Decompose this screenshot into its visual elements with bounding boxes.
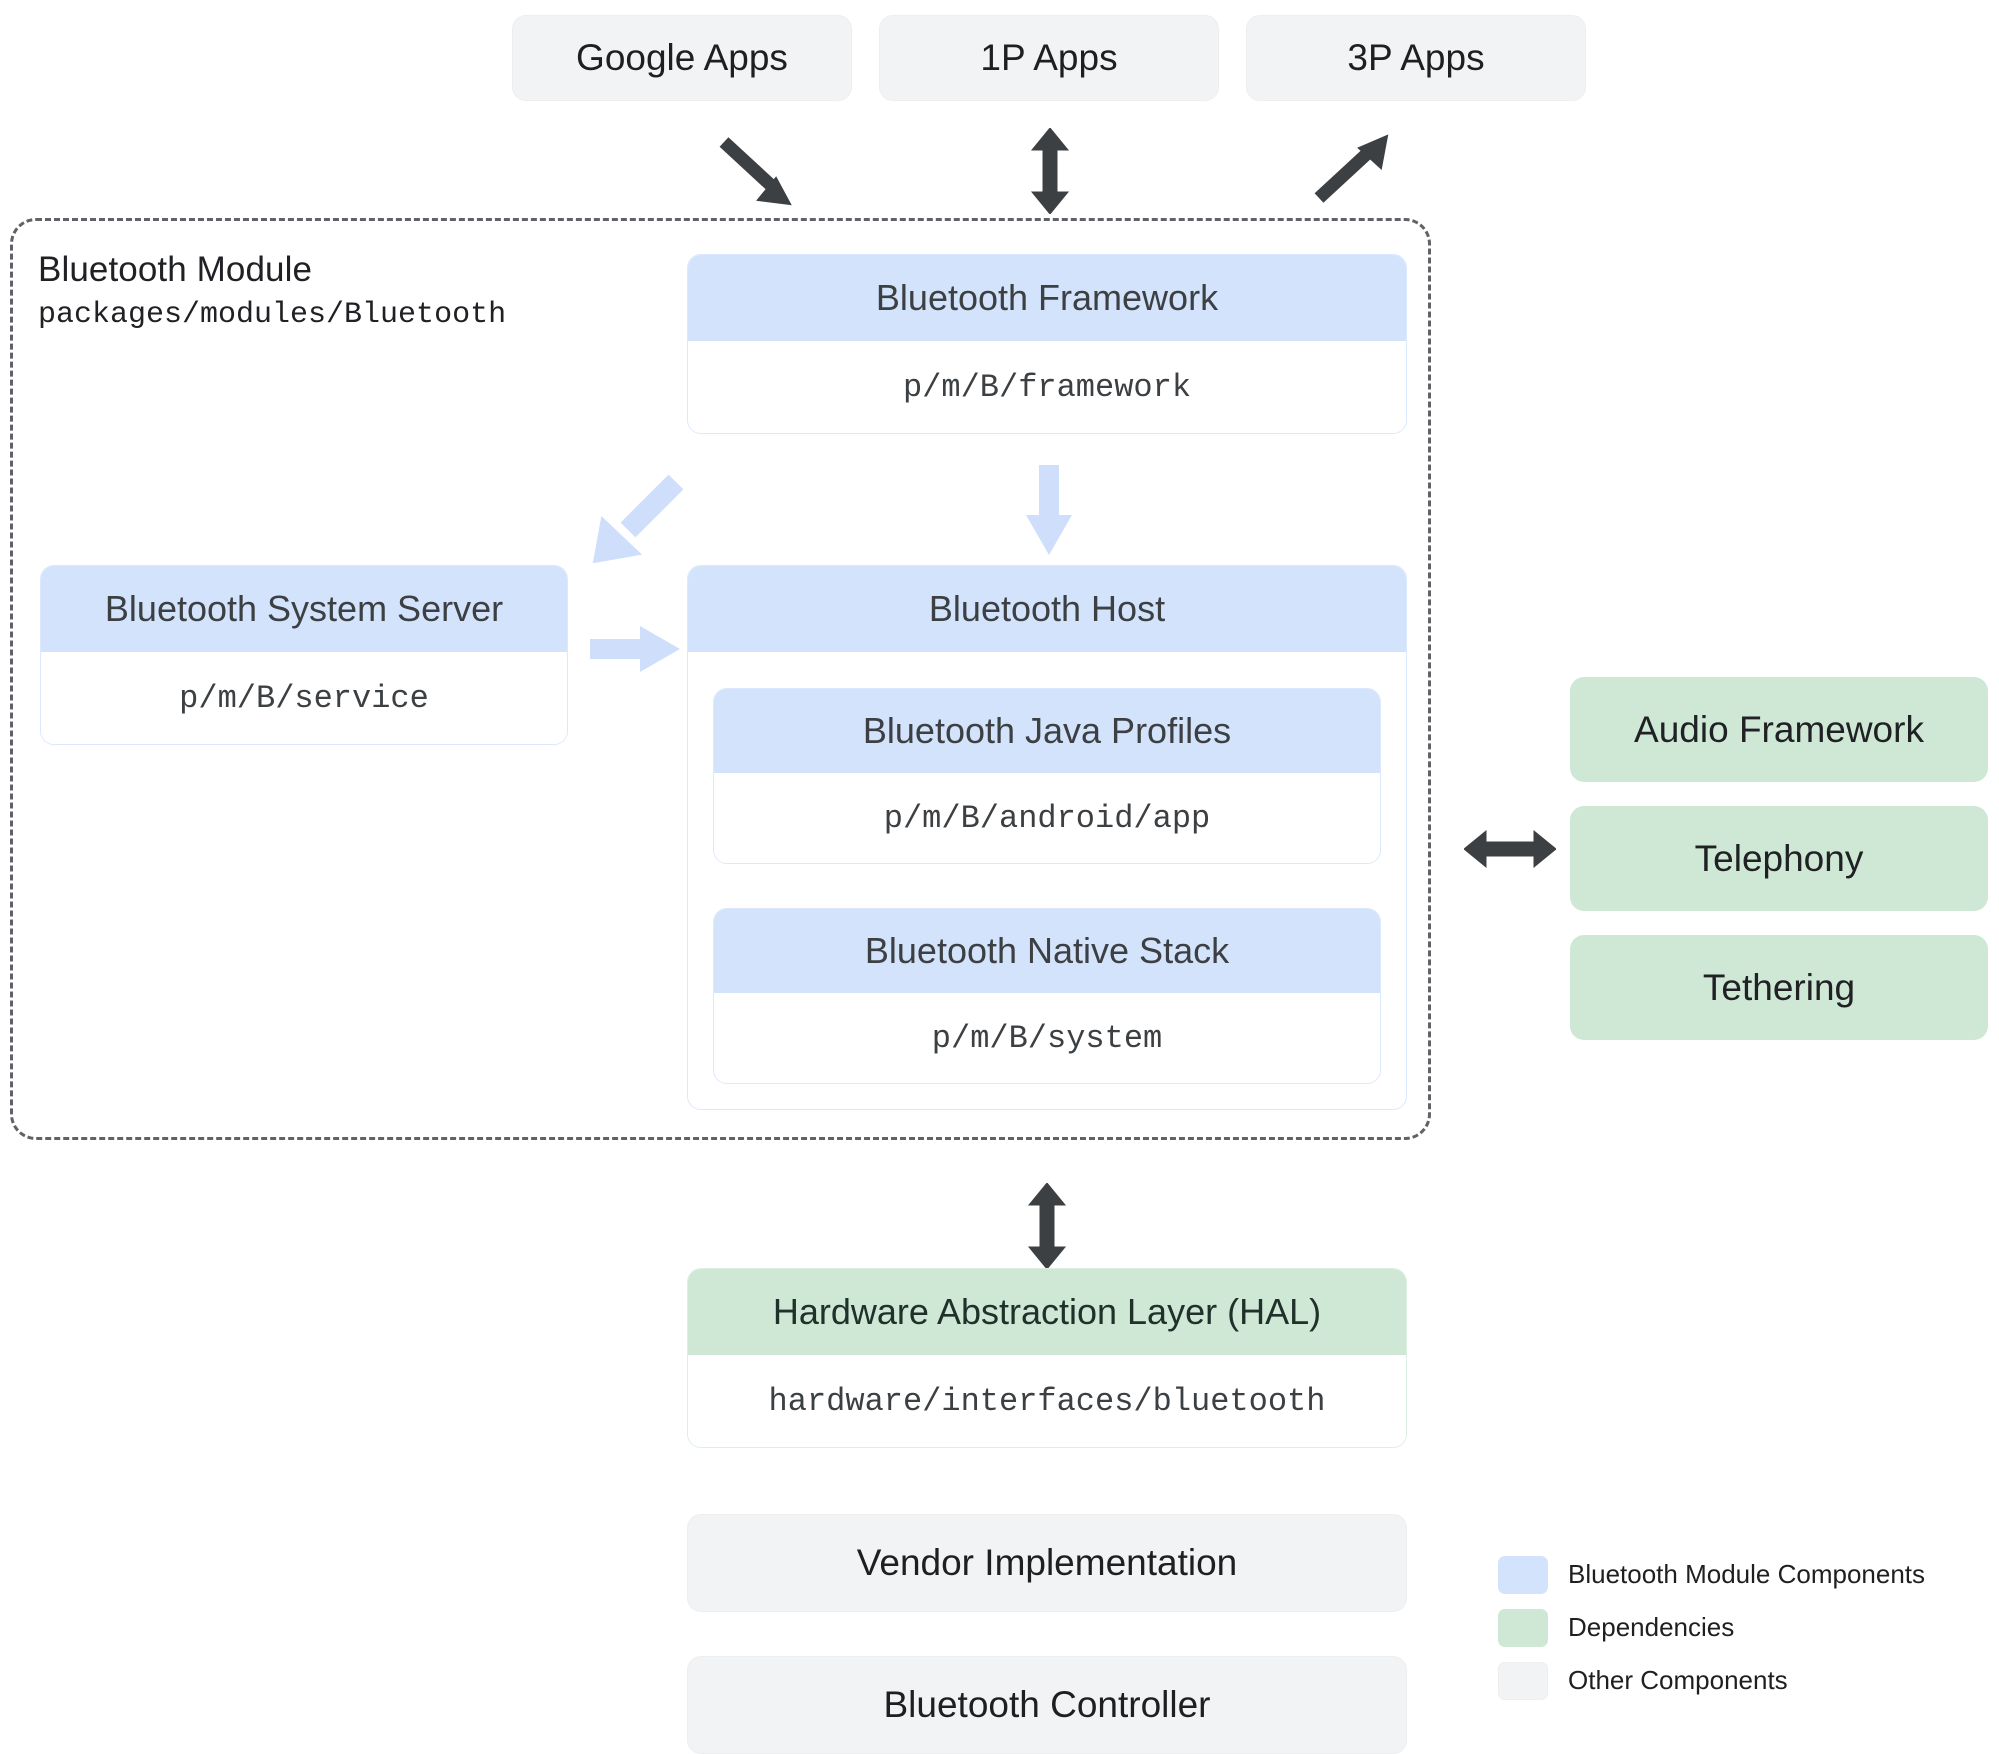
bluetooth-system-server-node[interactable]: Bluetooth System Server p/m/B/service (40, 565, 568, 745)
telephony-label: Telephony (1694, 837, 1864, 879)
tethering-label: Tethering (1702, 966, 1856, 1008)
tethering-box[interactable]: Tethering (1570, 935, 1988, 1040)
bluetooth-module-path: packages/modules/Bluetooth (38, 298, 507, 332)
legend: Bluetooth Module Components Dependencies… (1498, 1548, 1925, 1707)
1p-apps-label: 1P Apps (980, 37, 1118, 78)
legend-label-other-components: Other Components (1568, 1665, 1788, 1695)
legend-swatch-dependencies (1498, 1608, 1548, 1647)
bluetooth-module-container (10, 218, 1431, 1140)
framework-to-system-server-arrow-icon (592, 474, 684, 564)
google-apps-label: Google Apps (576, 37, 788, 78)
vendor-implementation-label: Vendor Implementation (856, 1542, 1238, 1583)
audio-framework-label: Audio Framework (1634, 708, 1924, 750)
bluetooth-native-stack-path: p/m/B/system (714, 993, 1380, 1083)
legend-item-module-components: Bluetooth Module Components (1498, 1548, 1925, 1601)
bluetooth-java-profiles-title: Bluetooth Java Profiles (714, 689, 1380, 773)
1p-apps-arrow-icon (1030, 128, 1070, 214)
bluetooth-java-profiles-node[interactable]: Bluetooth Java Profiles p/m/B/android/ap… (713, 688, 1381, 864)
legend-swatch-module-components (1498, 1555, 1548, 1594)
vendor-implementation-box[interactable]: Vendor Implementation (687, 1514, 1407, 1612)
bluetooth-controller-label: Bluetooth Controller (883, 1684, 1211, 1725)
legend-label-dependencies: Dependencies (1568, 1612, 1735, 1642)
legend-swatch-other-components (1498, 1661, 1548, 1700)
google-apps-arrow-icon (719, 137, 792, 206)
module-to-hal-arrow-icon (1027, 1183, 1067, 1269)
bluetooth-framework-title: Bluetooth Framework (688, 255, 1406, 341)
bluetooth-system-server-title: Bluetooth System Server (41, 566, 567, 652)
framework-to-host-arrow-icon (1026, 465, 1072, 555)
3p-apps-box[interactable]: 3P Apps (1246, 15, 1586, 101)
module-to-dependencies-arrow-icon (1464, 829, 1556, 869)
google-apps-box[interactable]: Google Apps (512, 15, 852, 101)
bluetooth-native-stack-title: Bluetooth Native Stack (714, 909, 1380, 993)
hal-path: hardware/interfaces/bluetooth (688, 1355, 1406, 1447)
bluetooth-framework-node[interactable]: Bluetooth Framework p/m/B/framework (687, 254, 1407, 434)
legend-label-module-components: Bluetooth Module Components (1568, 1559, 1926, 1589)
bluetooth-module-title: Bluetooth Module (38, 250, 313, 289)
legend-item-other-components: Other Components (1498, 1654, 1925, 1707)
hal-node[interactable]: Hardware Abstraction Layer (HAL) hardwar… (687, 1268, 1407, 1448)
hal-title: Hardware Abstraction Layer (HAL) (688, 1269, 1406, 1355)
telephony-box[interactable]: Telephony (1570, 806, 1988, 911)
bluetooth-system-server-path: p/m/B/service (41, 652, 567, 744)
legend-item-dependencies: Dependencies (1498, 1601, 1925, 1654)
1p-apps-box[interactable]: 1P Apps (879, 15, 1219, 101)
audio-framework-box[interactable]: Audio Framework (1570, 677, 1988, 782)
3p-apps-label: 3P Apps (1347, 37, 1485, 78)
system-server-to-host-arrow-icon (590, 626, 680, 672)
bluetooth-framework-path: p/m/B/framework (688, 341, 1406, 433)
bluetooth-java-profiles-path: p/m/B/android/app (714, 773, 1380, 863)
bluetooth-controller-box[interactable]: Bluetooth Controller (687, 1656, 1407, 1754)
bluetooth-host-title: Bluetooth Host (688, 566, 1406, 652)
bluetooth-native-stack-node[interactable]: Bluetooth Native Stack p/m/B/system (713, 908, 1381, 1084)
3p-apps-arrow-icon (1314, 134, 1389, 203)
